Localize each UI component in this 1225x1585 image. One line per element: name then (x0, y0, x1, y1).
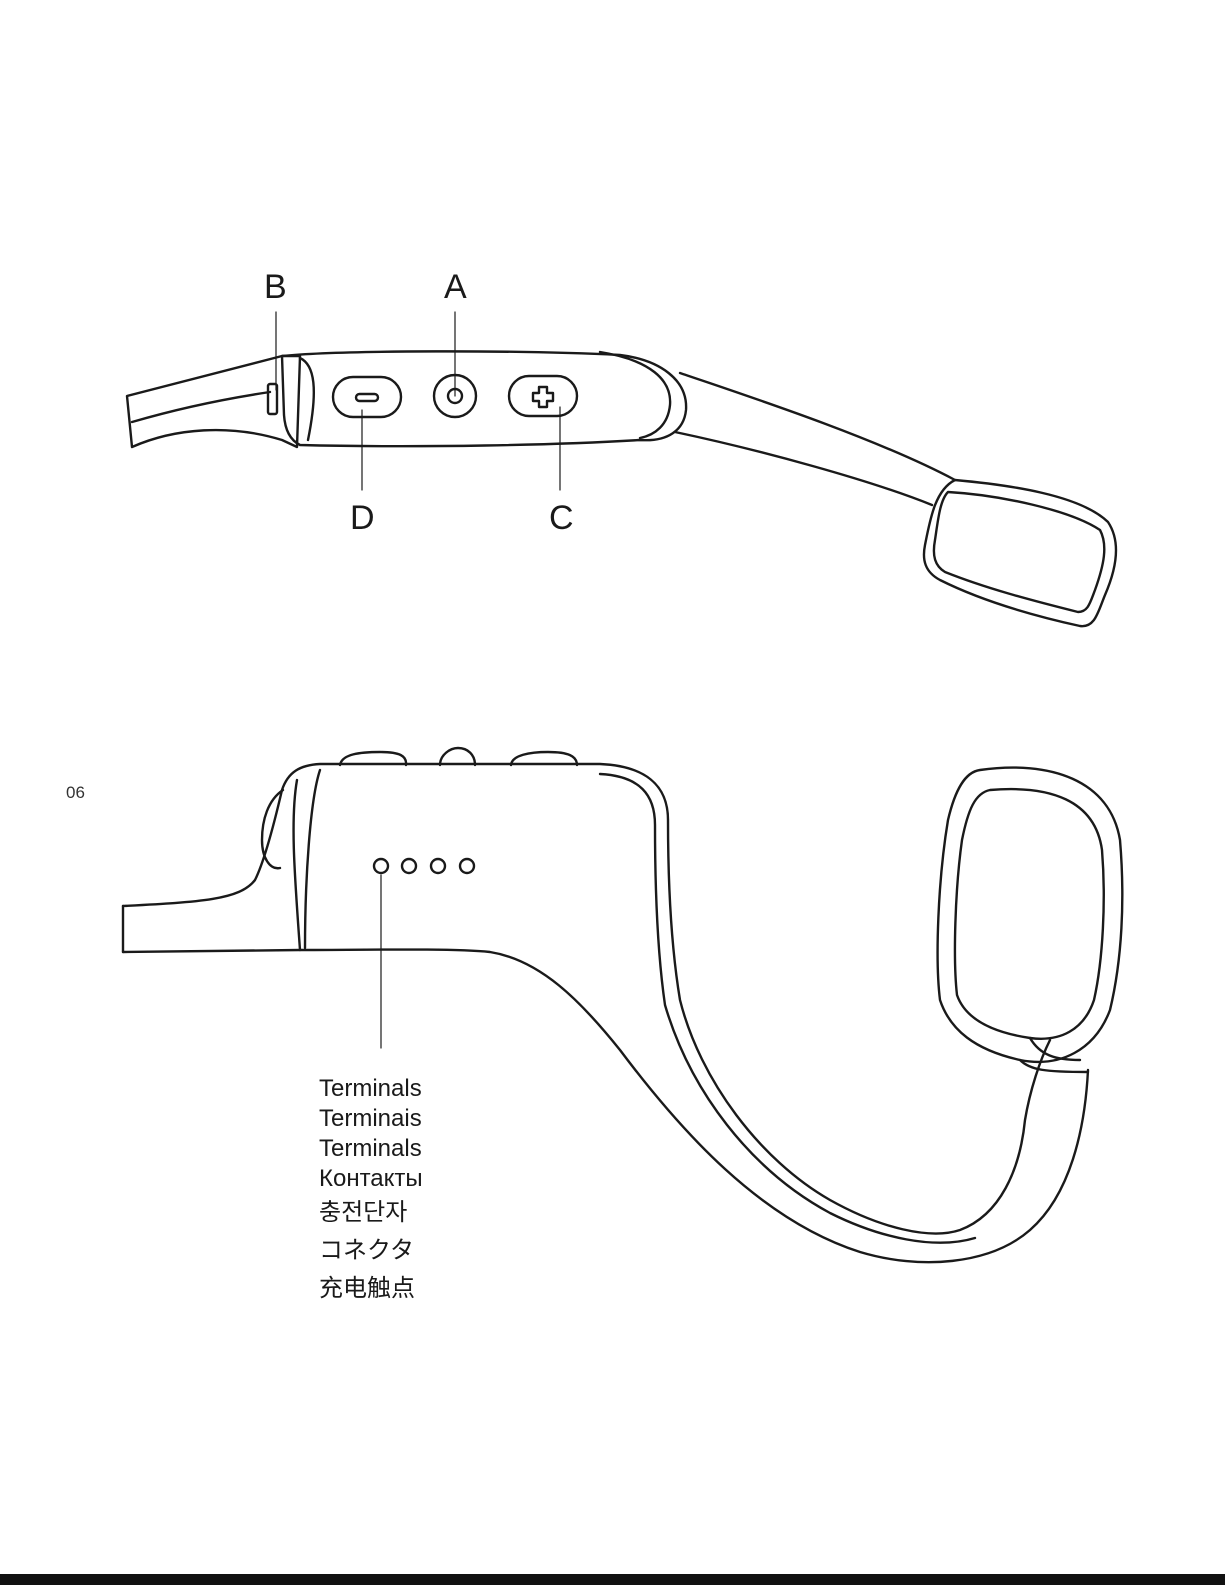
terminals-label-ja: コネクタ (319, 1232, 423, 1270)
terminals-label-en: Terminals (319, 1074, 423, 1104)
callout-b: B (264, 270, 287, 304)
callout-a: A (444, 270, 467, 304)
side-band-lower (123, 950, 1088, 1263)
page-number: 06 (66, 783, 85, 803)
side-pad-neck (1020, 1038, 1088, 1072)
bottom-rule (0, 1574, 1225, 1585)
terminal-dot-1 (374, 859, 388, 873)
side-transducer-pad (938, 768, 1123, 1062)
callout-d: D (350, 501, 375, 535)
terminal-dot-3 (431, 859, 445, 873)
top-left-band-edge (132, 392, 270, 422)
terminals-label-ru: Контакты (319, 1164, 423, 1194)
terminals-label-zh: 充电触点 (319, 1270, 423, 1308)
top-view-headphone (127, 312, 1116, 626)
plus-symbol (533, 387, 553, 407)
top-right-band (675, 373, 955, 505)
terminals-label-ko: 충전단자 (319, 1194, 423, 1232)
top-control-housing (282, 351, 686, 446)
terminal-dot-2 (402, 859, 416, 873)
callout-c: C (549, 501, 574, 535)
minus-button[interactable] (333, 377, 401, 417)
side-view-headphone (123, 748, 1122, 1262)
side-transducer-pad-inner (955, 789, 1104, 1039)
top-transducer-pad-inner (934, 492, 1104, 612)
plus-button[interactable] (509, 376, 577, 416)
terminals-label-fr: Terminals (319, 1134, 423, 1164)
terminal-dot-4 (460, 859, 474, 873)
side-multifunction-button (440, 748, 475, 765)
terminals-label-pt: Terminais (319, 1104, 423, 1134)
terminals-label: Terminals Terminais Terminals Контакты 충… (319, 1074, 423, 1308)
minus-symbol (356, 394, 378, 401)
